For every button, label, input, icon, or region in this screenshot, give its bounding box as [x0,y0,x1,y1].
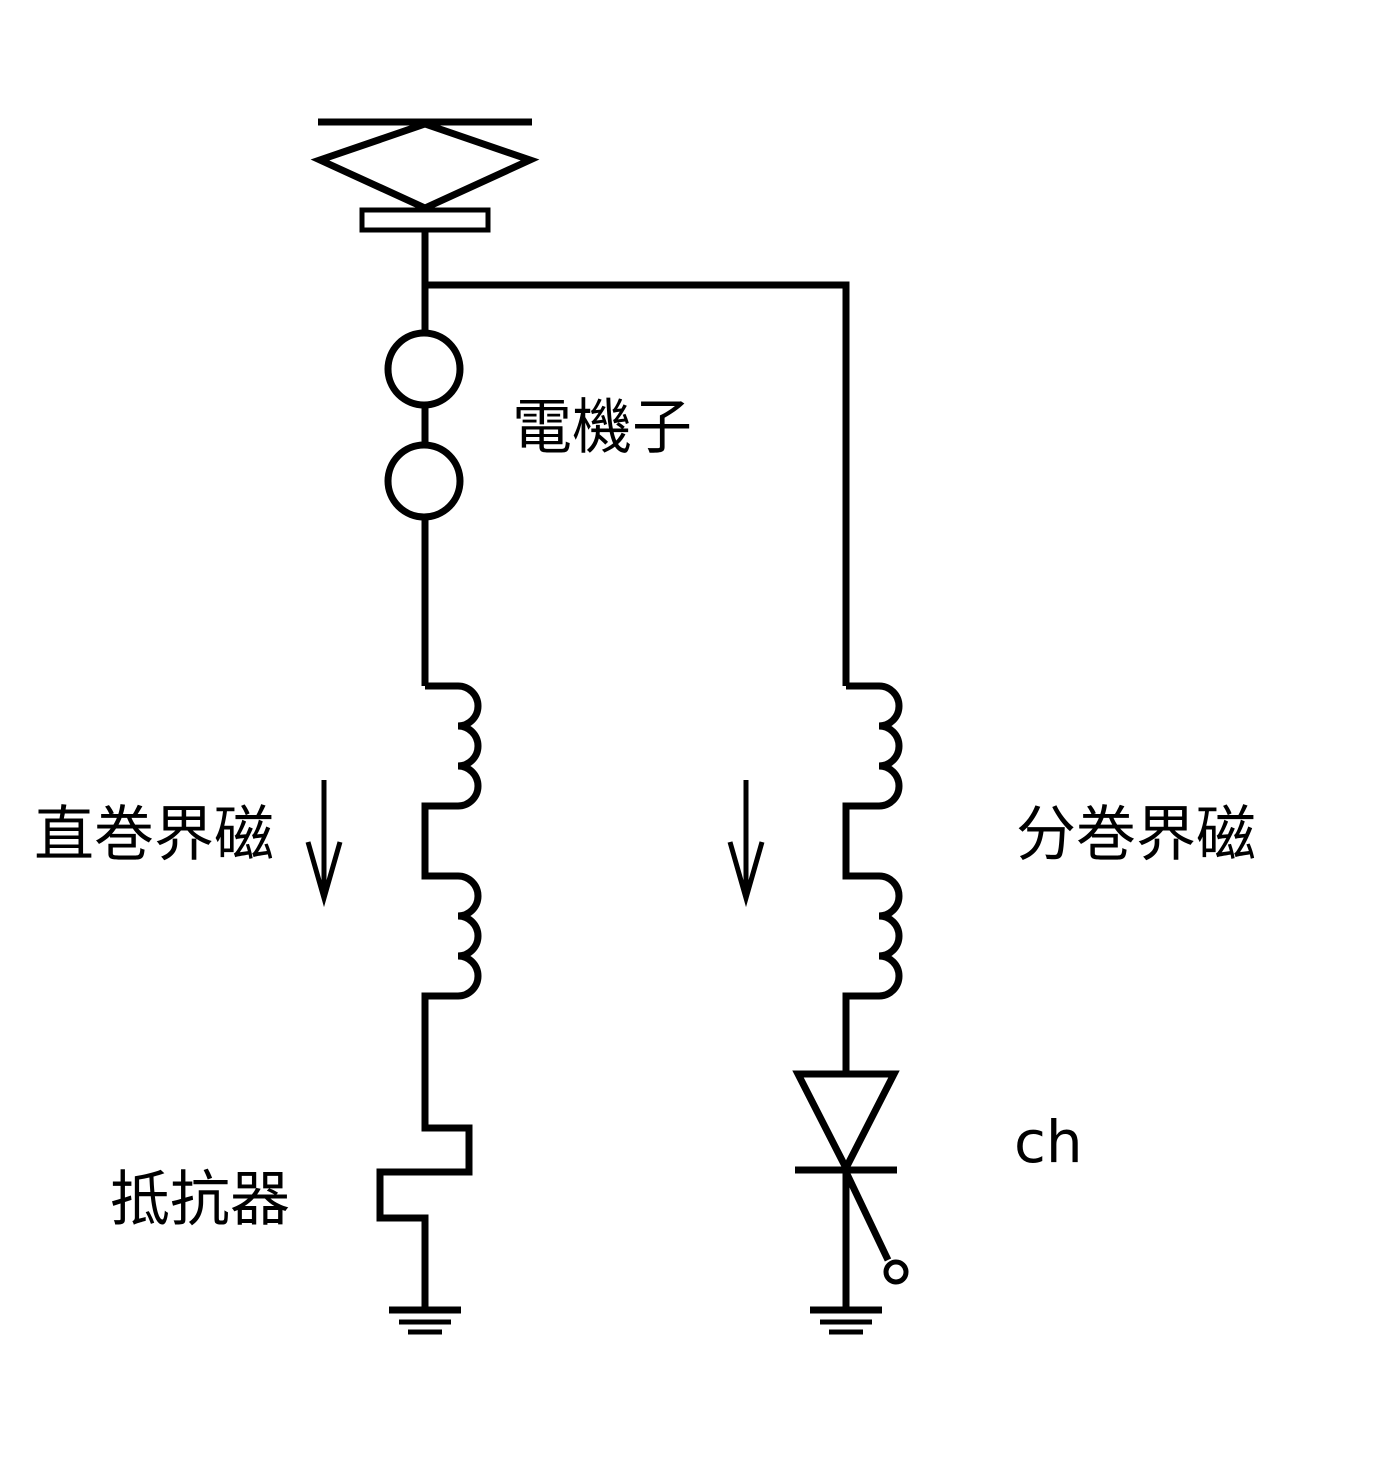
chopper-label: ch [1014,1108,1083,1176]
armature-label: 電機子 [512,393,692,463]
ground-icon [810,1306,882,1335]
resistor-label: 抵抗器 [110,1165,290,1235]
shunt-field-label: 分巻界磁 [1016,800,1256,870]
down-arrow-icon [305,780,343,908]
series-field-label: 直巻界磁 [34,800,274,870]
shunt-branch-wire [425,281,850,1308]
down-arrow-icon [727,780,765,908]
shunt-field-coil [842,682,903,1000]
armature-symbol [384,329,464,521]
series-branch-wire [376,232,473,1308]
series-field-coil [421,682,482,1000]
thyristor-symbol [792,1070,909,1285]
ground-icon [389,1306,461,1335]
pantograph-icon [310,118,540,233]
